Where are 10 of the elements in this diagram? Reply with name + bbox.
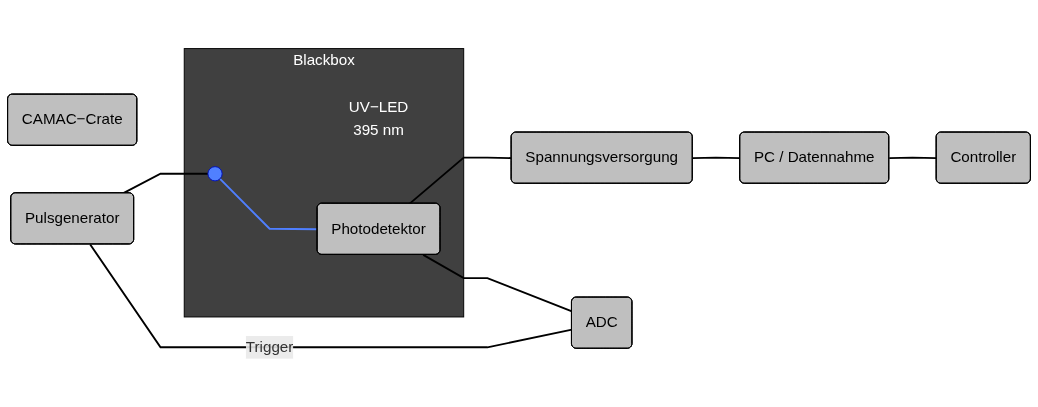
connector [422,253,573,313]
node-label: UV−LED [348,98,409,115]
connector [89,243,573,349]
node-label: 395 nm [353,121,404,138]
edge-label: Trigger [245,338,294,355]
connector [408,156,513,205]
connector [219,177,319,231]
node-circle [207,166,223,182]
connector [122,172,209,194]
connector [888,156,938,159]
